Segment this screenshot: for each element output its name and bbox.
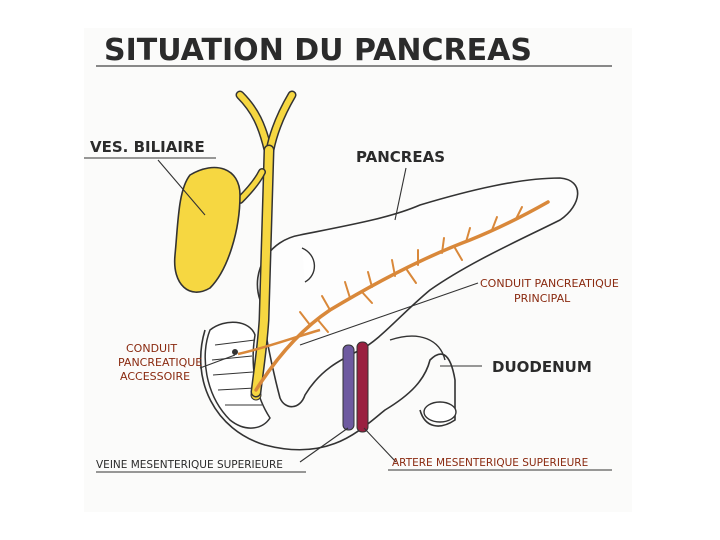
label-conduit-accessoire-1: CONDUIT xyxy=(126,342,177,355)
label-ves-biliaire: VES. BILIAIRE xyxy=(90,138,205,156)
label-conduit-principal-1: CONDUIT PANCREATIQUE xyxy=(480,277,619,290)
label-duodenum: DUODENUM xyxy=(492,358,592,376)
superior-mesenteric-vein xyxy=(343,345,354,430)
duodenum-lumen xyxy=(424,402,456,422)
label-conduit-principal-2: PRINCIPAL xyxy=(514,292,571,305)
label-pancreas: PANCREAS xyxy=(356,148,445,166)
label-conduit-accessoire-3: ACCESSOIRE xyxy=(120,370,190,383)
label-veine: VEINE MESENTERIQUE SUPERIEURE xyxy=(96,459,283,471)
label-conduit-accessoire-2: PANCREATIQUE xyxy=(118,356,202,369)
diagram-title: SITUATION DU PANCREAS xyxy=(104,33,532,68)
superior-mesenteric-artery xyxy=(357,342,368,432)
papilla-minor xyxy=(232,349,238,355)
label-artere: ARTERE MESENTERIQUE SUPERIEURE xyxy=(392,457,588,469)
